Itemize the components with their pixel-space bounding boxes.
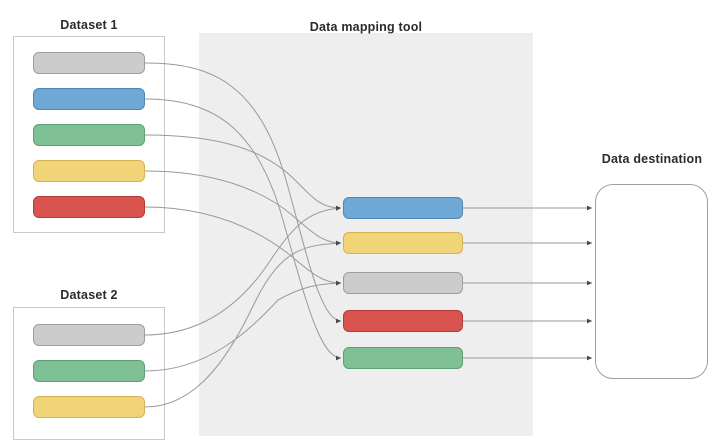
mapping-field-blue[interactable] bbox=[343, 197, 463, 219]
data-destination-title: Data destination bbox=[601, 152, 703, 166]
mapping-field-gray[interactable] bbox=[343, 272, 463, 294]
dataset1-field-blue[interactable] bbox=[33, 88, 145, 110]
mapping-field-yellow[interactable] bbox=[343, 232, 463, 254]
data-destination-box[interactable] bbox=[595, 184, 708, 379]
dataset1-title: Dataset 1 bbox=[60, 18, 118, 32]
dataset2-field-gray[interactable] bbox=[33, 324, 145, 346]
dataset1-field-gray[interactable] bbox=[33, 52, 145, 74]
dataset2-field-yellow[interactable] bbox=[33, 396, 145, 418]
dataset1-field-yellow[interactable] bbox=[33, 160, 145, 182]
data-mapping-tool-title: Data mapping tool bbox=[309, 20, 423, 34]
dataset1-field-green[interactable] bbox=[33, 124, 145, 146]
dataset1-field-red[interactable] bbox=[33, 196, 145, 218]
dataset2-title: Dataset 2 bbox=[60, 288, 118, 302]
mapping-field-red[interactable] bbox=[343, 310, 463, 332]
dataset2-field-green[interactable] bbox=[33, 360, 145, 382]
mapping-field-green[interactable] bbox=[343, 347, 463, 369]
